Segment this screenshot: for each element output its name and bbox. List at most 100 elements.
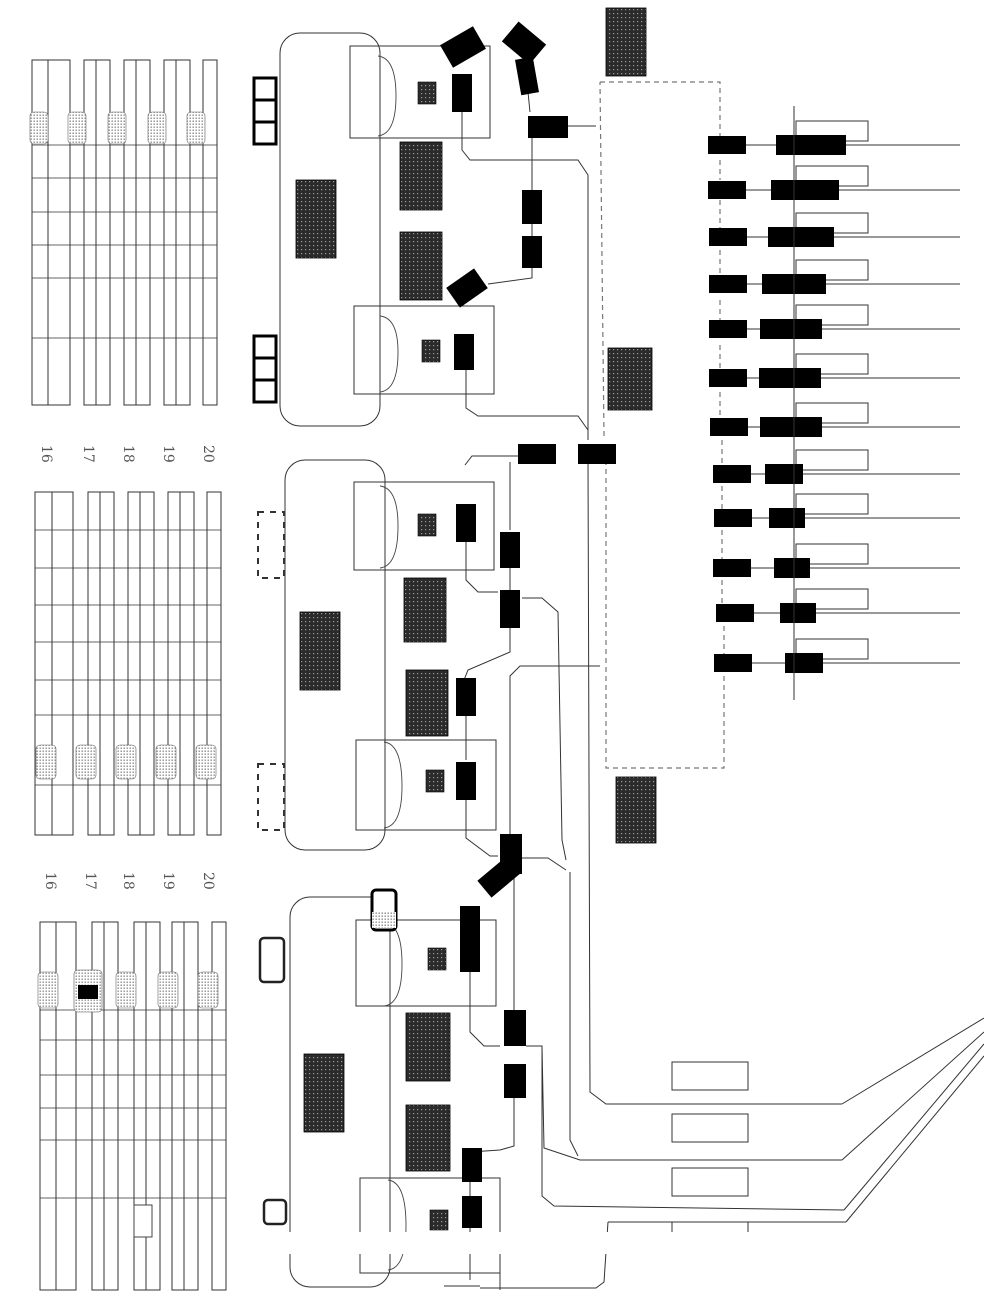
bays xyxy=(349,45,501,1274)
bed-strip-bottom xyxy=(39,921,227,1291)
equipment-block xyxy=(515,56,539,96)
feeder-outline-box xyxy=(795,402,869,424)
bed-lane-18b xyxy=(127,491,155,836)
hatched-block xyxy=(607,347,653,411)
equipment-block xyxy=(578,444,616,464)
equipment-block xyxy=(522,236,542,268)
bed-lane-20a xyxy=(202,59,218,406)
lane-label: 18 xyxy=(120,445,136,463)
lane-label: 20 xyxy=(200,445,216,463)
feeder-unit xyxy=(765,464,803,484)
hatched-block xyxy=(405,669,449,737)
lane-label: 19 xyxy=(160,445,176,463)
tractor-unit xyxy=(73,969,103,1013)
feeder-outline-box xyxy=(795,493,869,515)
hatched-block xyxy=(303,1053,345,1133)
equipment-block xyxy=(456,762,476,800)
feeder-unit xyxy=(768,227,834,247)
dashed-enclosure xyxy=(599,81,725,769)
hatched-block xyxy=(405,1104,451,1172)
feeder-unit xyxy=(759,368,821,388)
feeder-row xyxy=(708,120,960,155)
building-outline-south xyxy=(289,896,391,1288)
bay-c1 xyxy=(353,481,495,571)
feeder-unit xyxy=(760,319,822,339)
feeder-switch xyxy=(714,509,752,527)
terminal-box xyxy=(671,1061,749,1091)
building-outline-central xyxy=(284,459,386,851)
equipment-block xyxy=(446,268,488,308)
feeder-switch xyxy=(708,181,746,199)
feeder-switch xyxy=(708,136,746,154)
hatched-block xyxy=(399,141,443,211)
feeder-row xyxy=(716,588,960,623)
vehicle-row-bottom xyxy=(37,971,219,1009)
bay-arcs xyxy=(377,55,407,1271)
hatched-block xyxy=(615,776,657,844)
vehicle-row-top xyxy=(29,111,206,145)
feeder-row xyxy=(708,165,960,200)
lane-label: 16 xyxy=(38,445,54,463)
bed-lane-18c xyxy=(133,921,161,1291)
equipment-block xyxy=(528,116,568,138)
equipment-block xyxy=(456,504,476,542)
feeder-group xyxy=(671,106,960,1251)
feeder-unit xyxy=(771,180,839,200)
equipment-block xyxy=(440,26,486,68)
dock-vehicle xyxy=(370,888,398,932)
small-cart xyxy=(133,1204,153,1238)
equipment-block xyxy=(462,1196,482,1228)
lane-number-labels-a: 16 17 18 19 20 xyxy=(38,445,216,463)
lane-label: 18 xyxy=(120,872,136,890)
equipment-block xyxy=(522,190,542,224)
bed-lane-19b xyxy=(167,491,195,836)
bed-lane-19a xyxy=(163,59,191,406)
bay-n1 xyxy=(349,45,491,139)
equipment-block xyxy=(500,590,520,628)
equipment-block xyxy=(452,74,472,112)
trailer-cluster-bottom xyxy=(258,936,288,1226)
service-lines xyxy=(444,85,845,1290)
equipment-block xyxy=(477,856,521,898)
bed-lane-16c xyxy=(39,921,77,1291)
hatched-block xyxy=(299,611,341,691)
bay-n2 xyxy=(353,305,495,395)
equipment-block xyxy=(454,334,474,370)
equipment-block xyxy=(504,1010,526,1046)
bed-lane-17a xyxy=(83,59,111,406)
hatched-block xyxy=(399,231,443,301)
bed-lane-17b xyxy=(87,491,115,836)
feeder-row xyxy=(713,449,960,484)
feeder-switch xyxy=(709,228,747,246)
equipment-block xyxy=(462,1148,482,1182)
feeder-row xyxy=(710,402,960,437)
equipment-block xyxy=(518,444,556,464)
building-outlines xyxy=(279,32,391,1288)
building-outline-north xyxy=(279,32,381,427)
feeder-row xyxy=(709,304,960,339)
feeder-row xyxy=(709,353,960,388)
feeder-outline-box xyxy=(795,353,869,375)
bay-s1 xyxy=(355,919,497,1007)
feeder-switch xyxy=(716,604,754,622)
terminal-box xyxy=(671,1167,749,1197)
equipment-block xyxy=(501,21,547,65)
bay-c2 xyxy=(355,739,497,831)
hatched-block xyxy=(405,1012,451,1082)
bed-lane-18a xyxy=(123,59,151,406)
hatched-block xyxy=(403,577,447,643)
terminal-box xyxy=(671,1113,749,1143)
trailer-cluster-middle xyxy=(257,511,285,831)
equipment-block xyxy=(504,1064,526,1098)
feeder-switch xyxy=(713,465,751,483)
lane-label: 17 xyxy=(80,445,96,463)
lane-label: 16 xyxy=(42,872,58,890)
lane-number-labels-b: 16 17 18 19 20 xyxy=(42,872,216,890)
hatched-block xyxy=(605,7,647,77)
small-hatched-squares xyxy=(417,81,449,1231)
feeder-switch xyxy=(709,369,747,387)
feeder-unit xyxy=(760,417,822,437)
hatched-block xyxy=(295,179,337,259)
bed-lane-19c xyxy=(171,921,199,1291)
